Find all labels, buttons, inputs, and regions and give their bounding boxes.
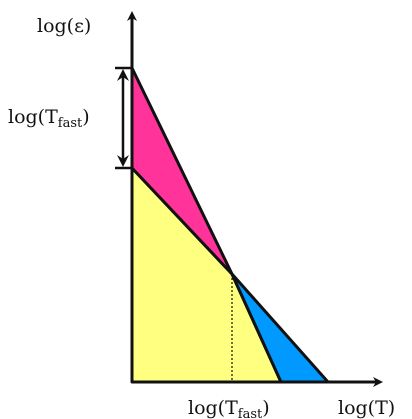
x-tick-label: log(Tfast) — [188, 397, 270, 419]
interval-label: log(Tfast) — [8, 106, 90, 131]
x-axis-label: log(T) — [338, 397, 395, 419]
yellow-region — [130, 166, 283, 384]
interval-marker — [115, 66, 131, 170]
y-axis-label: log(ε) — [37, 15, 91, 37]
arrow-up-icon — [117, 69, 129, 81]
arrow-down-icon — [117, 155, 129, 167]
